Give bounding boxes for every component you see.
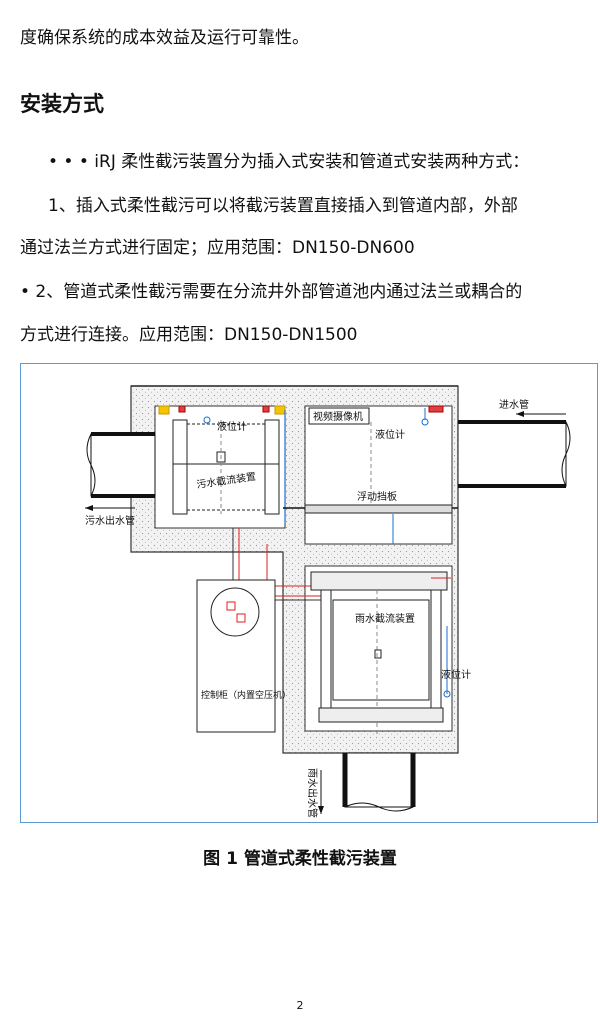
item1-line1: 1、插入式柔性截污可以将截污装置直接插入到管道内部，外部 [48,196,518,216]
control-cabinet-label: 控制柜（内置空压机） [201,689,291,701]
floating-baffle-label: 浮动挡板 [357,490,397,503]
rain-device [310,571,451,734]
level-gauge-top-left-label: 液位计 [217,420,247,433]
sewage-outlet-pipe [85,432,156,511]
top-right-chamber [283,405,458,544]
item2-line1: • 2、管道式柔性截污需要在分流井外部管道池内通过法兰或耦合的 [20,282,582,302]
rain-outlet-pipe [318,752,416,814]
video-camera-label: 视频摄像机 [313,410,363,423]
item1-line2: 通过法兰方式进行固定；应用范围：DN150-DN600 [20,238,415,258]
concrete-structure [130,385,459,754]
bullet-line: • • • iRJ 柔性截污装置分为插入式安装和管道式安装两种方式： [48,152,582,172]
section-title: 安装方式 [20,92,104,116]
bullet-markers: • • • [48,152,89,172]
page-number: 2 [296,999,304,1012]
inlet-pipe [457,411,571,488]
control-cabinet [196,579,276,733]
sewage-device [158,405,286,524]
figure-frame: 进水管 污水出水管 液位计 污水截流装置 [20,363,598,823]
item2-text: 、管道式柔性截污需要在分流井外部管道池内通过法兰或耦合的 [46,282,523,302]
figure-caption: 图 1 管道式柔性截污装置 [203,849,397,869]
bullet-text: iRJ 柔性截污装置分为插入式安装和管道式安装两种方式： [94,152,530,172]
rain-outlet-label: 雨水出水管 [306,768,319,818]
item2-line2: 方式进行连接。应用范围：DN150-DN1500 [20,325,358,345]
level-gauge-bottom-label: 液位计 [441,668,471,681]
rain-device-label: 雨水截流装置 [355,612,415,625]
installation-diagram: 进水管 污水出水管 液位计 污水截流装置 [85,385,571,818]
intro-tail-text: 度确保系统的成本效益及运行可靠性。 [20,28,309,48]
item2-marker: • 2 [20,282,47,302]
inlet-pipe-label: 进水管 [499,398,529,411]
level-gauge-top-right-label: 液位计 [375,428,405,441]
sewage-outlet-label: 污水出水管 [85,514,135,527]
